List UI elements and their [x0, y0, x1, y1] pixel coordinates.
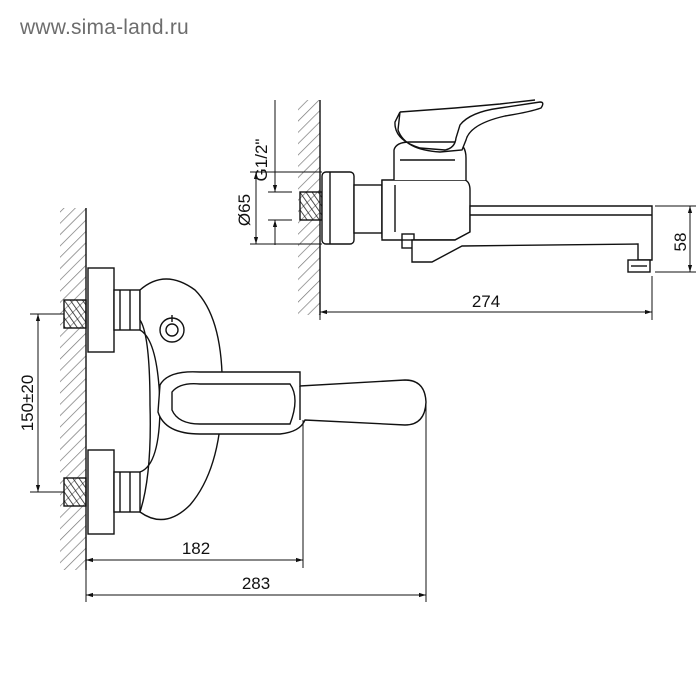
inlet-thread-upper	[63, 299, 87, 329]
spout-length-label: 274	[472, 292, 500, 311]
overall-length-label: 283	[242, 574, 270, 593]
inlet-thread-lower	[63, 477, 87, 507]
plan-view-dimensions	[30, 313, 427, 602]
handle-reach-label: 182	[182, 539, 210, 558]
wall-hatching-bottom	[60, 208, 86, 570]
spout-height-label: 58	[671, 233, 690, 252]
lever-top	[394, 101, 544, 153]
flange-top	[321, 171, 355, 245]
lever-handle-plan	[157, 371, 427, 435]
thread-dimension-label: G1/2"	[252, 139, 271, 182]
side-view	[298, 99, 653, 315]
inlet-spacing-label: 150±20	[18, 375, 37, 432]
site-watermark: www.sima-land.ru	[20, 16, 189, 39]
plan-view	[60, 208, 427, 570]
side-view-dimensions	[250, 100, 696, 320]
inlet-thread-top	[299, 191, 323, 221]
spout-top	[411, 205, 653, 263]
flange-diameter-label: Ø65	[235, 194, 254, 226]
